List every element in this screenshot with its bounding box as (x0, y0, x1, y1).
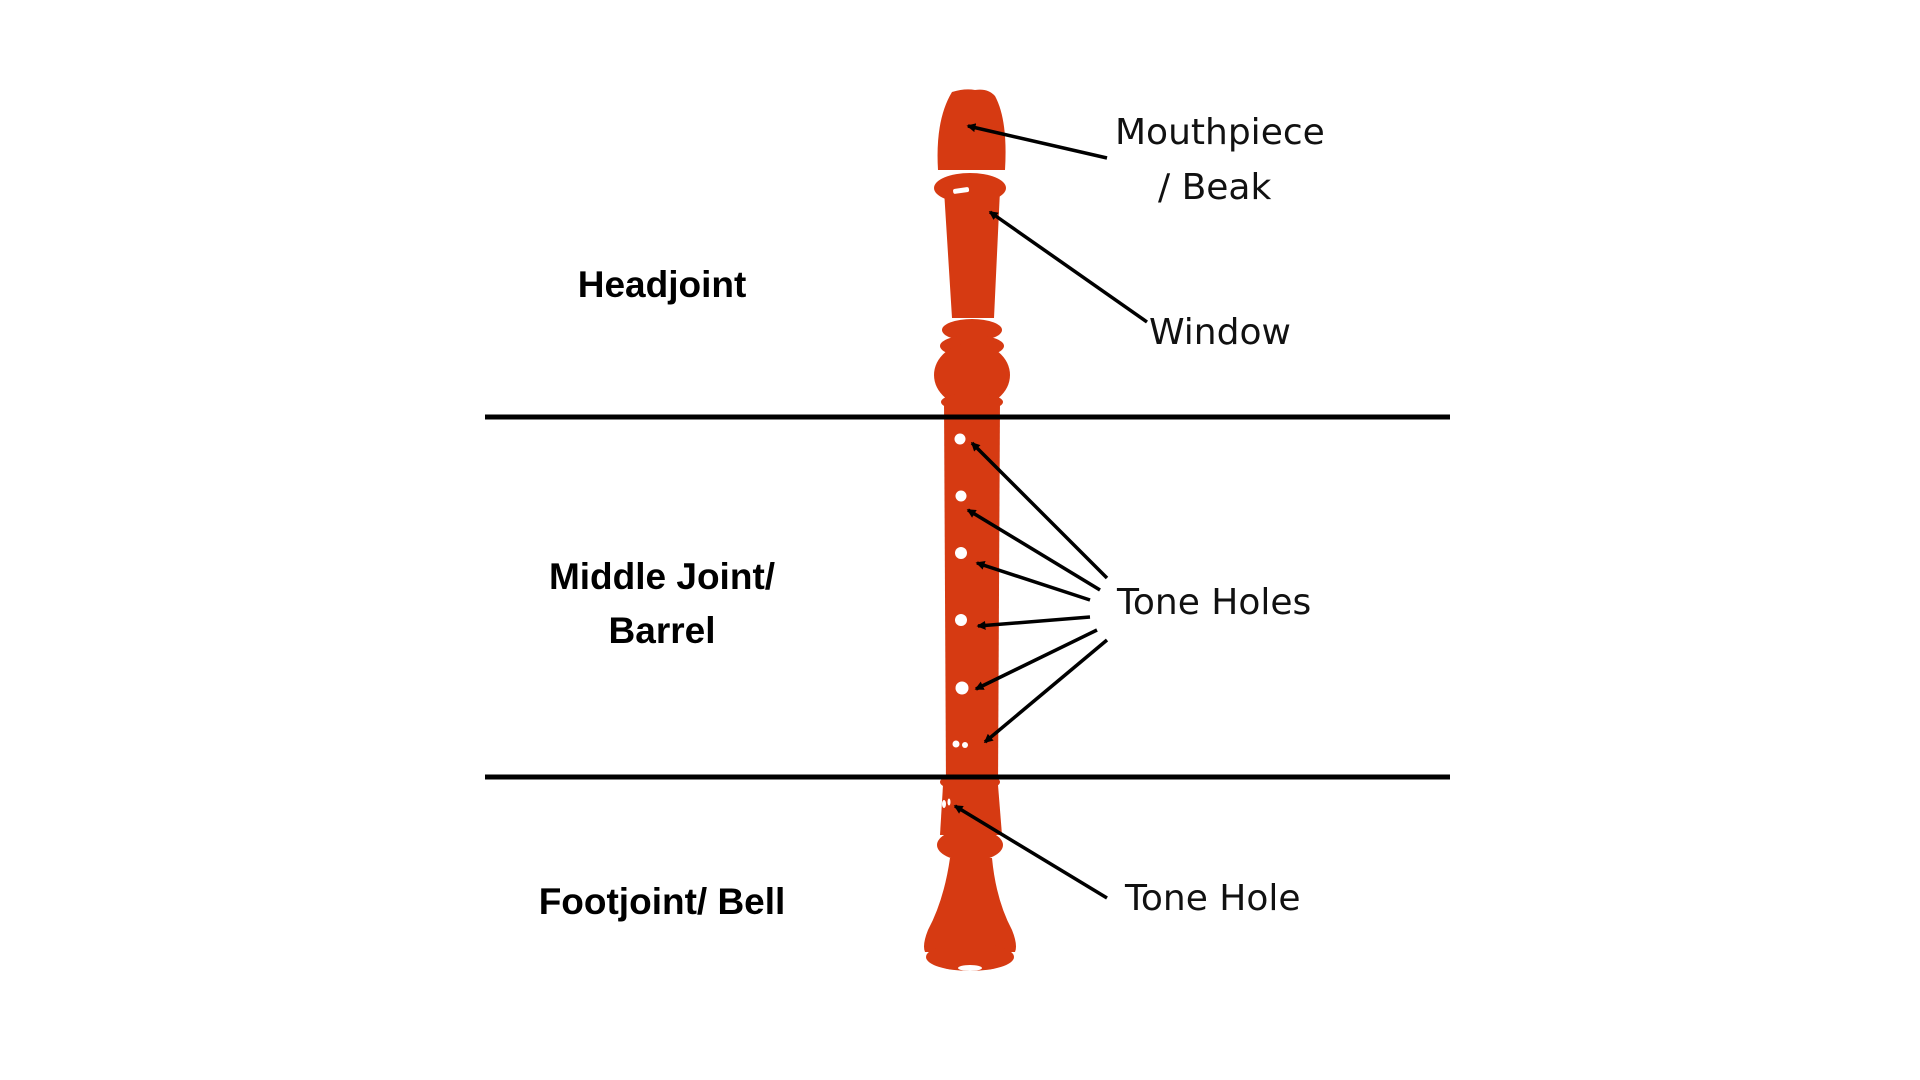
bell-opening (958, 965, 982, 971)
arrow-window (988, 210, 1149, 324)
arrow-tone-hole-2 (966, 508, 1101, 592)
foot-tone-hole-b (947, 798, 951, 806)
label-window: Window (1149, 312, 1291, 353)
arrow-tone-hole-6 (983, 638, 1109, 744)
recorder-beak (937, 89, 1006, 170)
recorder-head-tube (944, 190, 1000, 318)
label-middle-joint-line2: Barrel (609, 610, 716, 651)
label-mouthpiece-line2: / Beak (1158, 167, 1271, 208)
arrow-tone-hole-4 (976, 615, 1091, 630)
recorder-ring-1 (942, 319, 1002, 341)
arrow-tone-hole-3 (975, 561, 1091, 602)
label-footjoint: Footjoint/ Bell (539, 881, 786, 922)
tone-hole-3 (955, 547, 967, 559)
arrow-tone-hole-5 (974, 628, 1098, 691)
label-tone-holes: Tone Holes (1116, 582, 1311, 623)
tone-hole-6a (952, 740, 960, 748)
tone-hole-6b (962, 742, 968, 748)
recorder-foot-tube (940, 785, 1002, 835)
arrow-mouthpiece (966, 123, 1108, 160)
label-headjoint: Headjoint (578, 264, 747, 305)
recorder-holes (942, 187, 982, 971)
tone-hole-2 (955, 490, 967, 502)
foot-tone-hole-a (942, 800, 946, 808)
tone-hole-4 (955, 614, 967, 626)
label-tone-hole: Tone Hole (1124, 878, 1301, 919)
label-middle-joint-line1: Middle Joint/ (549, 556, 775, 597)
recorder-bell (924, 858, 1016, 952)
arrow-foot-tone-hole (953, 804, 1108, 900)
window-opening (953, 187, 970, 194)
tone-hole-1 (954, 433, 966, 445)
arrow-tone-hole-1 (970, 441, 1109, 580)
tone-hole-5 (955, 681, 969, 695)
label-mouthpiece-line1: Mouthpiece (1115, 112, 1325, 153)
recorder-middle-tube (944, 400, 1000, 788)
callout-arrows (953, 123, 1149, 900)
recorder-bell-rim (926, 943, 1014, 971)
recorder-foot-ring-2 (937, 829, 1003, 861)
recorder-head-bulb (934, 343, 1010, 407)
